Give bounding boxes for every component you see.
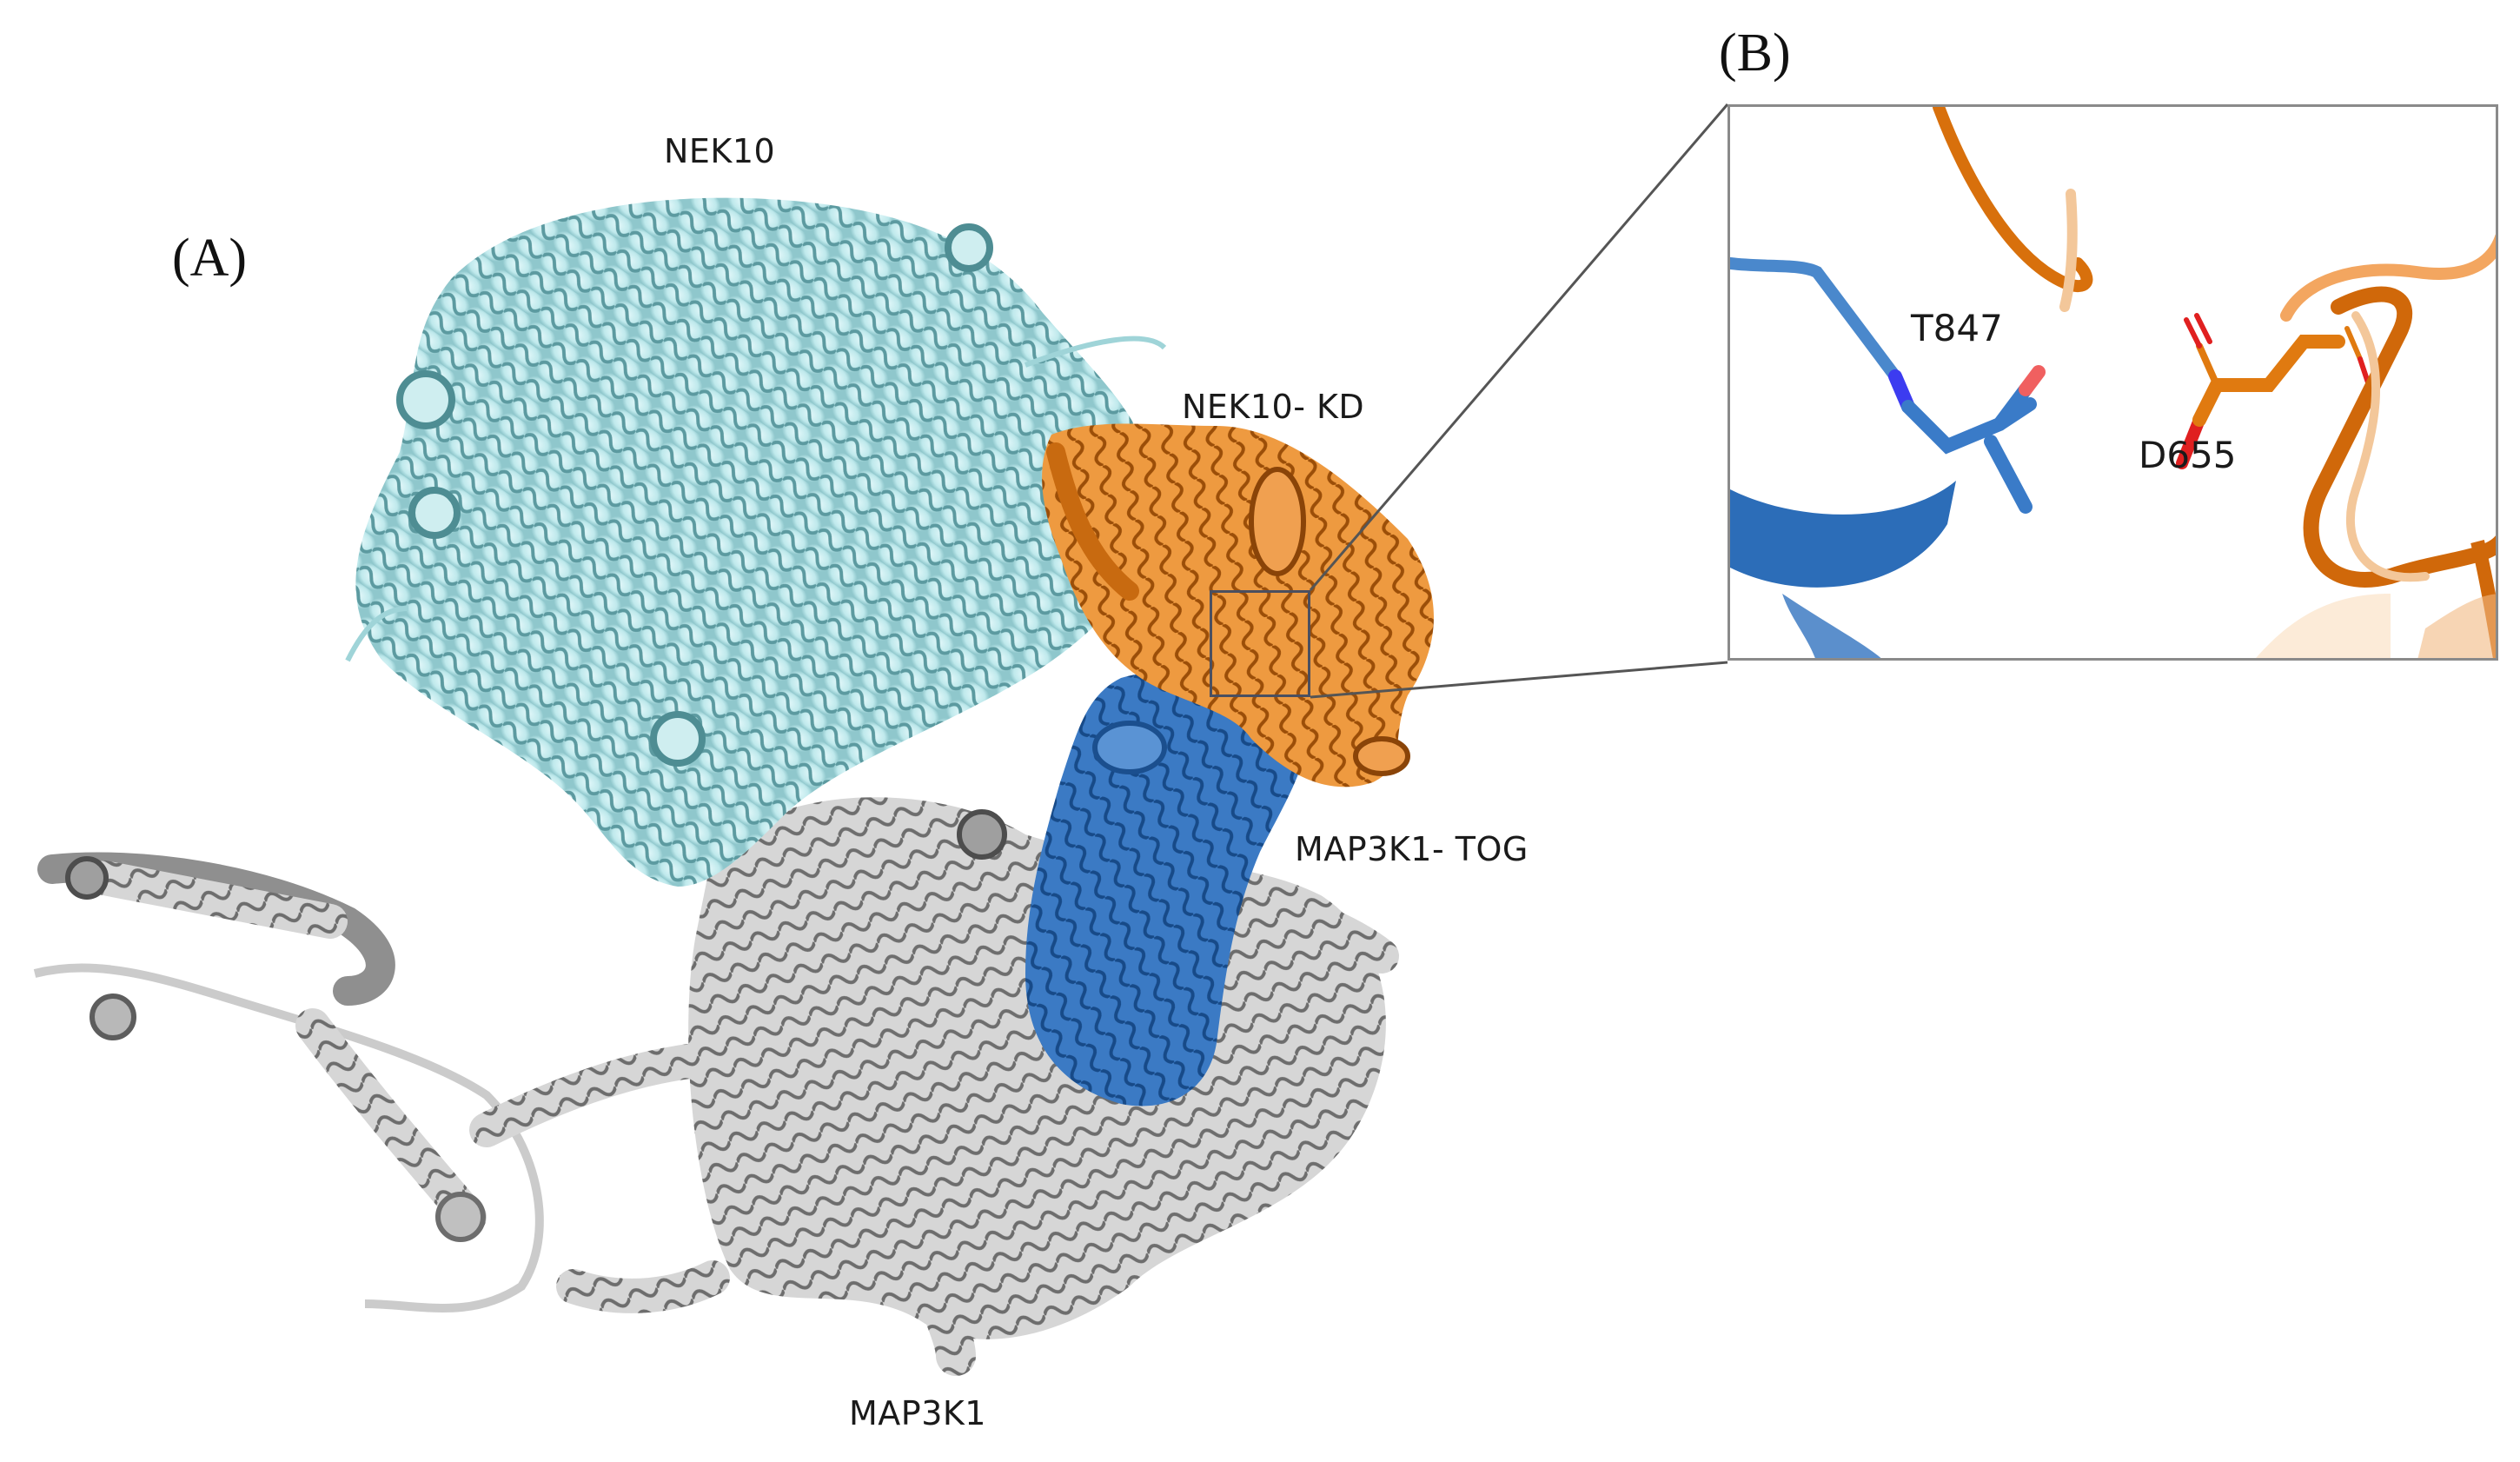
map3k1-label: MAP3K1 — [849, 1394, 986, 1432]
panel-b-label: (B) — [1719, 23, 1791, 83]
panel-b-structure — [1730, 107, 2496, 658]
zoom-region-box — [1210, 590, 1310, 697]
map3k1-tog-label: MAP3K1- TOG — [1295, 830, 1529, 868]
nek10-kd-label: NEK10- KD — [1182, 388, 1365, 426]
zoom-connector-lines — [1309, 103, 1729, 699]
panel-a-label: (A) — [172, 229, 248, 288]
residue-label-t847: T847 — [1911, 307, 2003, 349]
panel-b-closeup: T847 D655 — [1728, 104, 2498, 661]
nek10-label: NEK10 — [664, 132, 776, 170]
nek10-structure — [345, 197, 1167, 887]
residue-label-d655: D655 — [2139, 434, 2237, 476]
map3k1-tog-structure — [1025, 669, 1309, 1106]
